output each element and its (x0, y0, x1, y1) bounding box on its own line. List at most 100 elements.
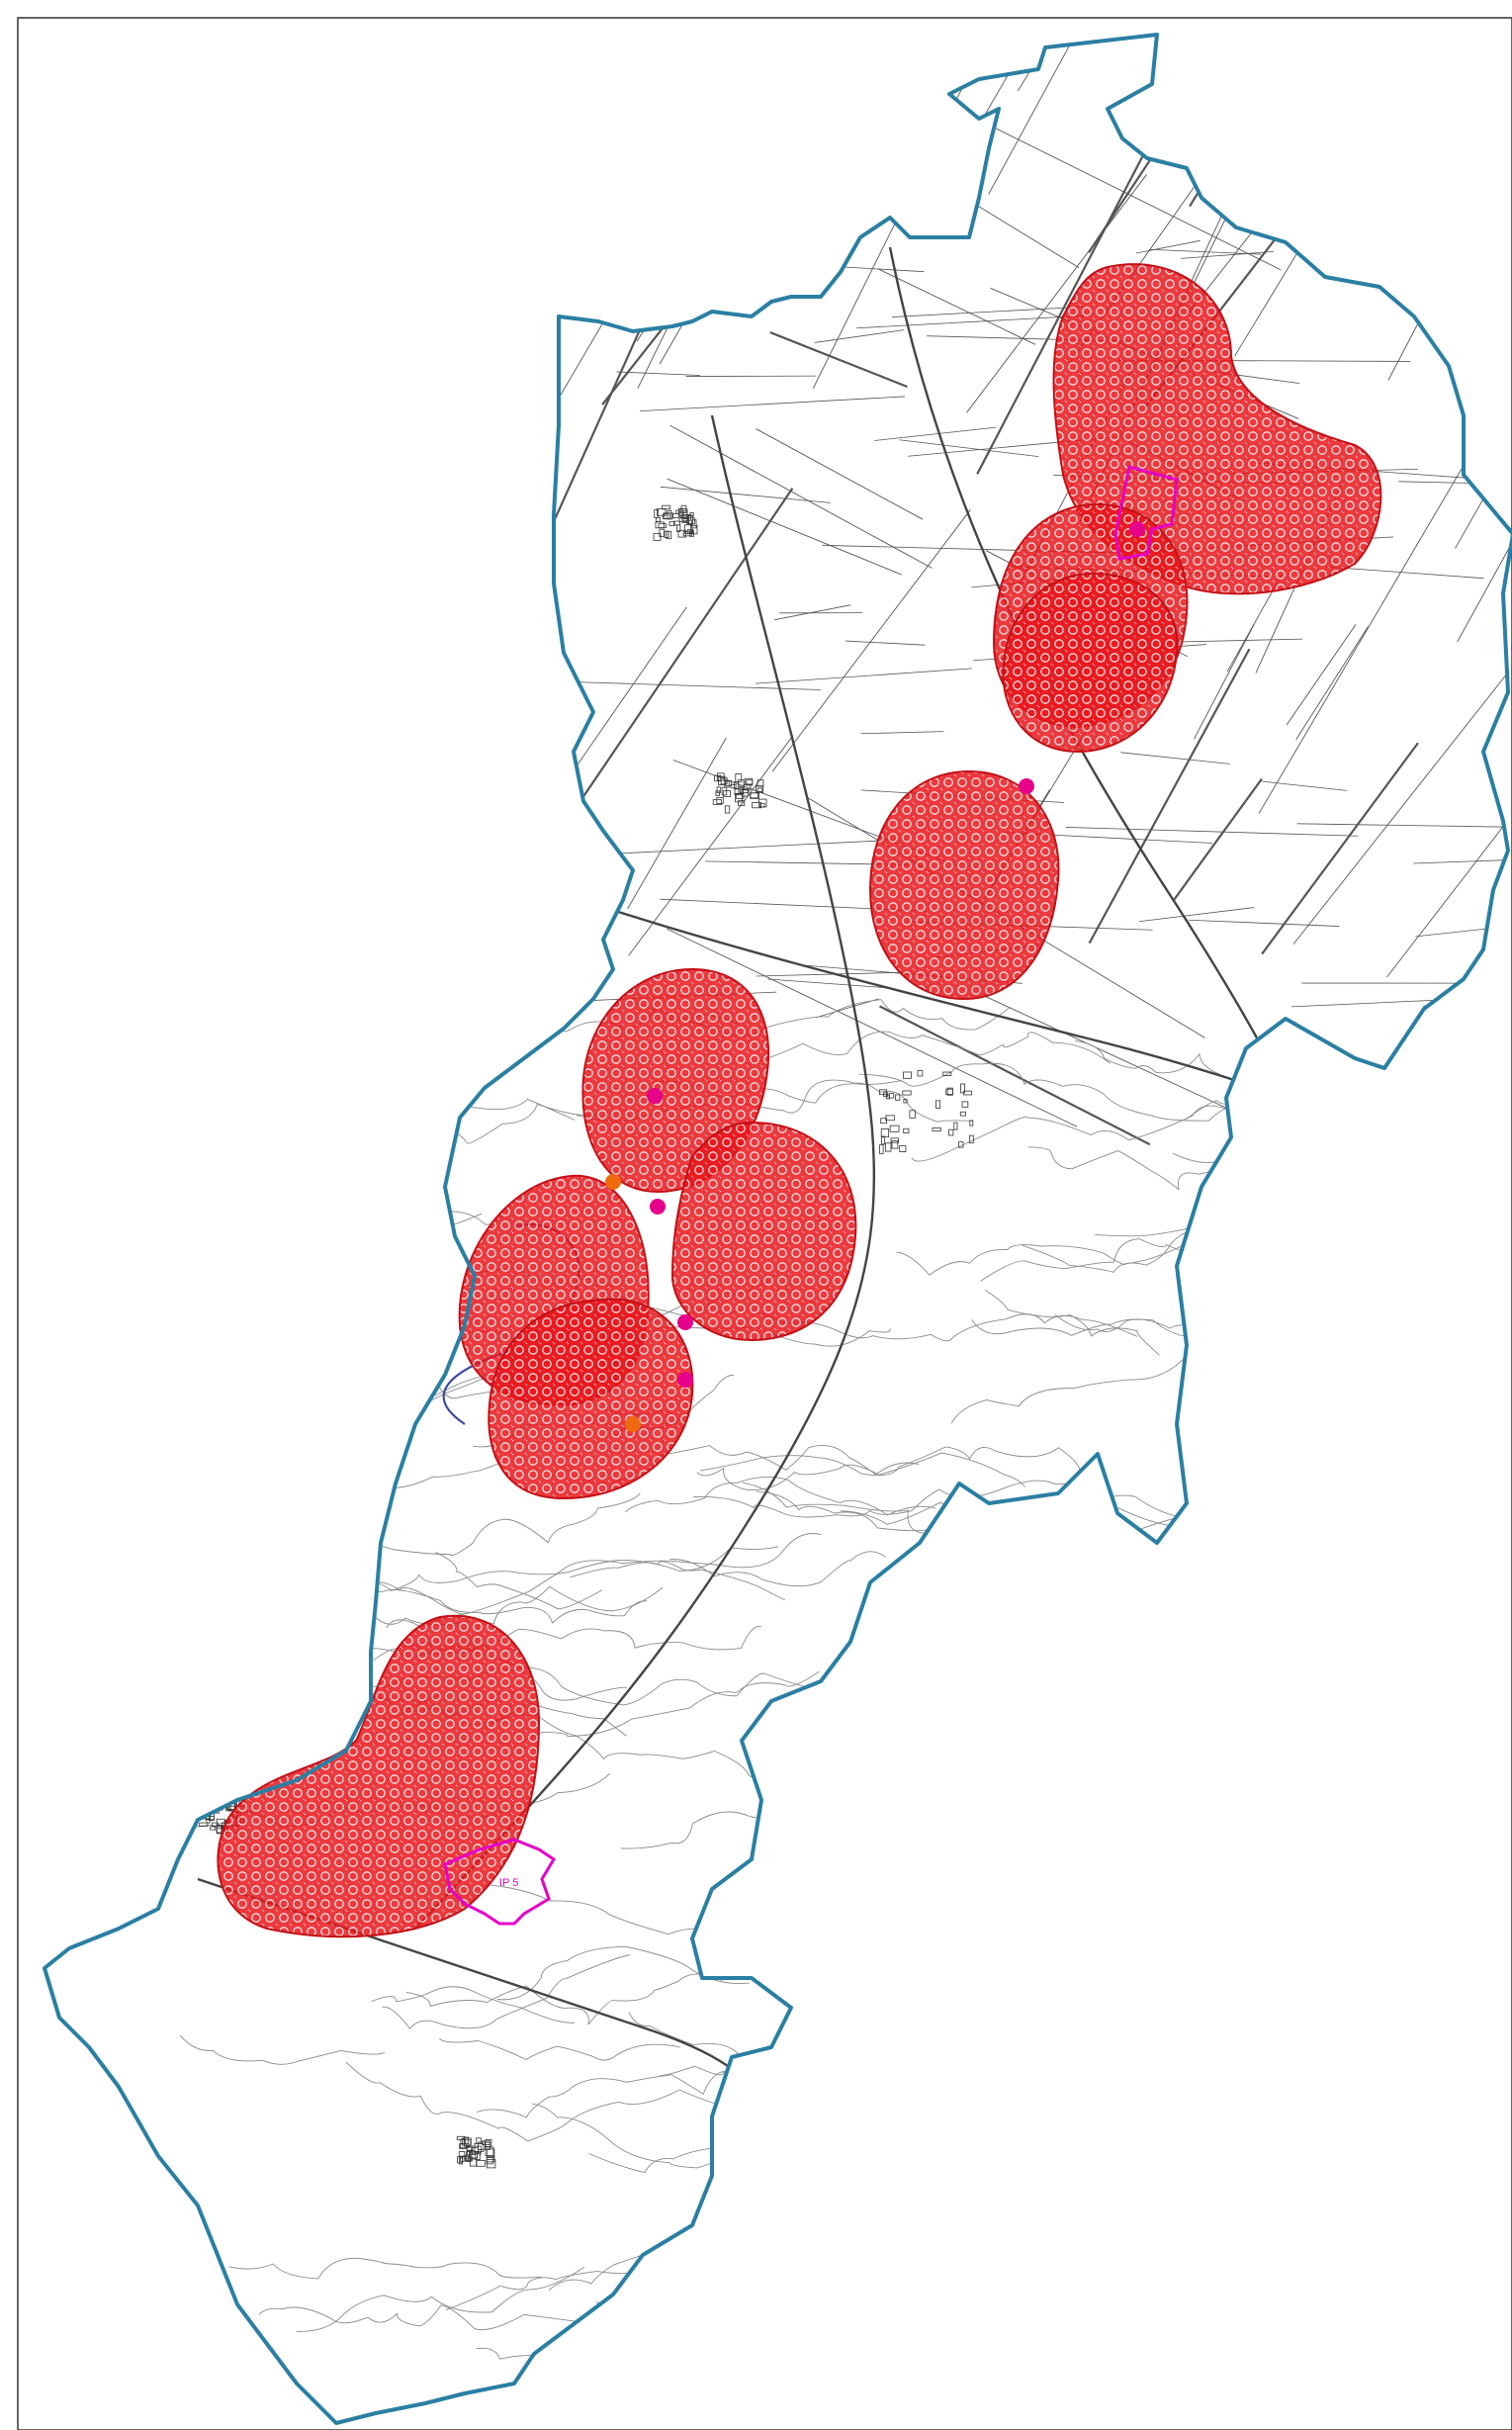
contour-line (351, 1580, 664, 1625)
contour-line (969, 1656, 1249, 1701)
highlight-zones (443, 465, 1179, 1926)
contour-line (548, 2244, 902, 2298)
parcel-line (1413, 852, 1512, 864)
poi-marker-3[interactable] (647, 1088, 663, 1104)
parcel-line (1415, 923, 1512, 938)
building (675, 509, 680, 514)
parcel-line (1296, 823, 1512, 828)
parcel-line (669, 424, 933, 569)
contour-line (258, 2304, 656, 2363)
buffer-zone-6 (670, 1121, 857, 1342)
building (948, 1128, 954, 1136)
building (721, 786, 728, 796)
contour-line (971, 1318, 1215, 1336)
building (485, 2146, 494, 2157)
building (961, 1101, 969, 1108)
contour-line (1186, 1089, 1497, 1120)
contour-line (194, 1594, 369, 1632)
building (734, 788, 743, 795)
parcel-line (1088, 648, 1251, 945)
contour-line (1075, 1039, 1221, 1075)
building (655, 521, 665, 529)
contour-line (1027, 1146, 1263, 1191)
parcel-line (984, 995, 1245, 1117)
parcel-line (1173, 777, 1263, 901)
parcel-line (1234, 131, 1372, 357)
parcel-line (860, 731, 944, 735)
building (657, 508, 667, 516)
contour-line (839, 2303, 1349, 2353)
buffer-zone-3 (1002, 572, 1179, 754)
buffer-zone-8 (488, 1298, 694, 1500)
building (903, 1071, 912, 1079)
poi-marker-2[interactable] (1019, 778, 1034, 794)
points-of-interest (605, 521, 1145, 1432)
parcel-line (606, 39, 765, 295)
parcel-line (1264, 35, 1303, 106)
building (681, 514, 691, 521)
contour-line (371, 1986, 575, 2024)
contour-line (910, 1726, 1226, 1782)
poi-marker-6[interactable] (605, 1174, 621, 1190)
contour-line (620, 1804, 999, 1849)
parcel-line (601, 127, 823, 405)
building (689, 530, 694, 537)
parcel-line (976, 130, 1158, 475)
parcel-line (1425, 250, 1510, 257)
building (716, 797, 724, 804)
building (759, 802, 765, 808)
building (730, 784, 737, 789)
buffer-zones (217, 263, 1382, 1938)
contour-line (496, 1945, 750, 2001)
highlight-zone-1 (1113, 465, 1179, 561)
parcel-line (660, 486, 831, 503)
contour-line (943, 1991, 1164, 2037)
parcel-line (629, 35, 884, 61)
building (672, 512, 680, 518)
building (465, 2151, 471, 2160)
parcel-line (1065, 827, 1359, 837)
contour-line (1177, 2195, 1512, 2259)
building (666, 530, 672, 540)
contour-line (660, 2027, 906, 2083)
parcel-line (774, 604, 851, 621)
contour-line (1054, 1290, 1432, 1337)
parcel-line (1139, 35, 1261, 126)
contour-line (146, 984, 525, 1036)
building (466, 2146, 473, 2152)
contour-line (975, 2066, 1247, 2110)
building (472, 2145, 482, 2155)
building (756, 787, 763, 792)
parcel-line (1398, 481, 1512, 489)
poi-marker-5[interactable] (677, 1372, 693, 1388)
contour-line (302, 1568, 648, 1624)
parcel-line (1181, 251, 1274, 259)
building (885, 1115, 895, 1122)
parcel-line (812, 35, 1020, 389)
parcel-line (672, 256, 925, 273)
contour-line (968, 1941, 1470, 1998)
building (712, 799, 722, 805)
building (744, 777, 754, 785)
parcel-line (976, 35, 1159, 130)
building (724, 805, 731, 814)
parcel-line (628, 735, 794, 956)
building (890, 1137, 900, 1143)
parcel-line (755, 668, 972, 684)
contour-line (1017, 2389, 1423, 2423)
contour-line (1044, 2369, 1436, 2423)
contour-line (1182, 1422, 1512, 1503)
poi-marker-7[interactable] (625, 1416, 641, 1432)
poi-marker-4[interactable] (677, 1314, 693, 1330)
contour-line (214, 1184, 504, 1227)
poi-marker-8[interactable] (650, 1199, 666, 1215)
poi-marker-1[interactable] (1129, 521, 1145, 537)
contour-line (382, 1954, 631, 2029)
contour-line (531, 2103, 833, 2169)
building (959, 1111, 966, 1117)
building (935, 1100, 941, 1109)
contour-line (1078, 1924, 1257, 1966)
contour-line (228, 2257, 542, 2280)
parcel-line (966, 174, 1147, 413)
